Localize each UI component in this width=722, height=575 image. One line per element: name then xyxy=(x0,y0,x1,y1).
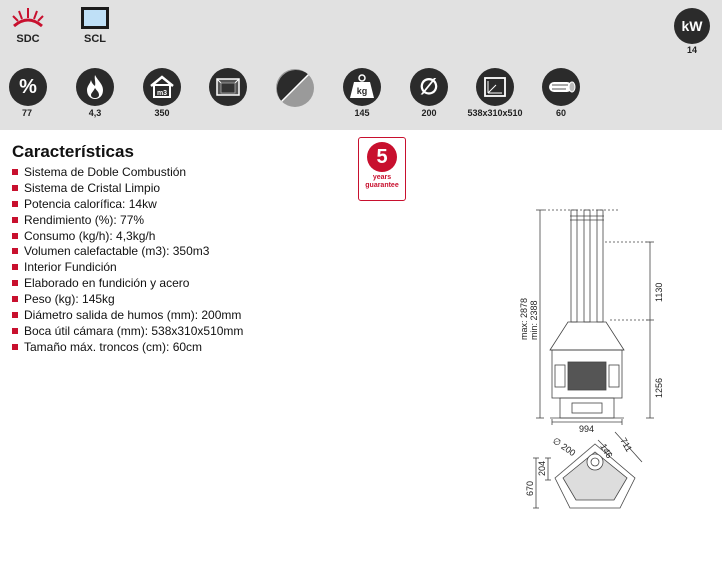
house-volume-icon: m3 xyxy=(143,68,181,106)
kw-label: kW xyxy=(681,18,703,34)
house-symbol: m3 xyxy=(157,90,167,97)
dim-upper: 1130 xyxy=(654,283,664,302)
bullet-icon xyxy=(12,216,18,223)
bullet-icon xyxy=(12,343,18,350)
list-item: Peso (kg): 145kg xyxy=(12,292,243,308)
house-badge: m3 xyxy=(142,68,182,106)
weight-value: 145 xyxy=(354,108,370,118)
guarantee-label: guarantee xyxy=(365,182,399,189)
front-elevation xyxy=(536,209,654,425)
material-steel-icon xyxy=(276,69,314,107)
scl-badge: SCL xyxy=(78,6,112,45)
list-item: Tamaño máx. troncos (cm): 60cm xyxy=(12,340,243,356)
cast-iron-interior-icon xyxy=(209,68,247,106)
chamber-size-icon xyxy=(476,68,514,106)
log-size-icon xyxy=(542,68,580,106)
chamber-value: 538x310x510 xyxy=(467,108,523,118)
sdc-label: SDC xyxy=(16,33,40,45)
dim-min: min: 2388 xyxy=(529,300,539,340)
sdc-badge: SDC xyxy=(8,6,48,45)
flue-diameter-icon: ∅ xyxy=(410,68,448,106)
list-item: Rendimiento (%): 77% xyxy=(12,213,243,229)
bullet-icon xyxy=(12,264,18,271)
bullet-icon xyxy=(12,200,18,207)
list-item: Sistema de Cristal Limpio xyxy=(12,181,243,197)
kw-icon: kW xyxy=(674,8,710,44)
bullet-icon xyxy=(12,296,18,303)
consumption-value: 4,3 xyxy=(88,108,102,118)
percent-icon: % xyxy=(9,68,47,106)
kw-value: 14 xyxy=(686,45,697,55)
double-combustion-icon xyxy=(12,8,44,28)
page-title: Características xyxy=(12,142,134,161)
technical-drawing: max: 2878 min: 2388 1130 1256 994 ∅ 200 … xyxy=(519,209,664,509)
interior-badge xyxy=(208,68,248,106)
guarantee-number: 5 xyxy=(367,142,397,172)
percent-badge: % xyxy=(8,68,48,106)
bullet-icon xyxy=(12,312,18,319)
volume-value: 350 xyxy=(154,108,170,118)
log-badge xyxy=(541,68,581,106)
efficiency-value: 77 xyxy=(21,108,32,118)
plan-view xyxy=(533,431,643,509)
material-badge xyxy=(275,68,315,110)
plan-670: 670 xyxy=(525,481,535,496)
dim-lower: 1256 xyxy=(654,378,664,398)
diameter-badge: ∅ xyxy=(409,68,449,106)
bullet-icon xyxy=(12,280,18,287)
dim-max: max: 2878 xyxy=(519,298,529,340)
guarantee-badge: 5 years guarantee xyxy=(358,137,406,201)
percent-symbol: % xyxy=(19,75,37,98)
list-item: Volumen calefactable (m3): 350m3 xyxy=(12,244,243,260)
clean-glass-icon xyxy=(81,7,109,29)
list-item: Boca útil cámara (mm): 538x310x510mm xyxy=(12,324,243,340)
bullet-icon xyxy=(12,232,18,239)
log-value: 60 xyxy=(555,108,566,118)
list-item: Potencia calorífica: 14kw xyxy=(12,197,243,213)
list-item: Consumo (kg/h): 4,3kg/h xyxy=(12,229,243,245)
flame-icon xyxy=(76,68,114,106)
bullet-icon xyxy=(12,327,18,334)
plan-204: 204 xyxy=(537,461,547,476)
list-item: Elaborado en fundición y acero xyxy=(12,276,243,292)
weight-badge: kg xyxy=(342,68,382,106)
guarantee-years: years xyxy=(372,174,392,181)
weight-icon: kg xyxy=(343,68,381,106)
front-dimension-labels: max: 2878 min: 2388 1130 1256 994 xyxy=(519,283,664,434)
scl-label: SCL xyxy=(84,33,106,45)
diameter-value: 200 xyxy=(421,108,437,118)
characteristics-list: Sistema de Doble Combustión Sistema de C… xyxy=(12,165,243,356)
kw-badge: kW 14 xyxy=(672,8,712,55)
diameter-symbol: ∅ xyxy=(419,74,439,99)
weight-symbol: kg xyxy=(357,86,368,96)
list-item: Diámetro salida de humos (mm): 200mm xyxy=(12,308,243,324)
chamber-badge xyxy=(475,68,515,106)
bullet-icon xyxy=(12,248,18,255)
bullet-icon xyxy=(12,184,18,191)
list-item: Interior Fundición xyxy=(12,260,243,276)
list-item: Sistema de Doble Combustión xyxy=(12,165,243,181)
dim-width: 994 xyxy=(579,424,594,434)
top-icon-band xyxy=(0,0,722,130)
flame-badge xyxy=(75,68,115,106)
plan-flue: ∅ 200 xyxy=(551,435,578,458)
bullet-icon xyxy=(12,169,18,175)
